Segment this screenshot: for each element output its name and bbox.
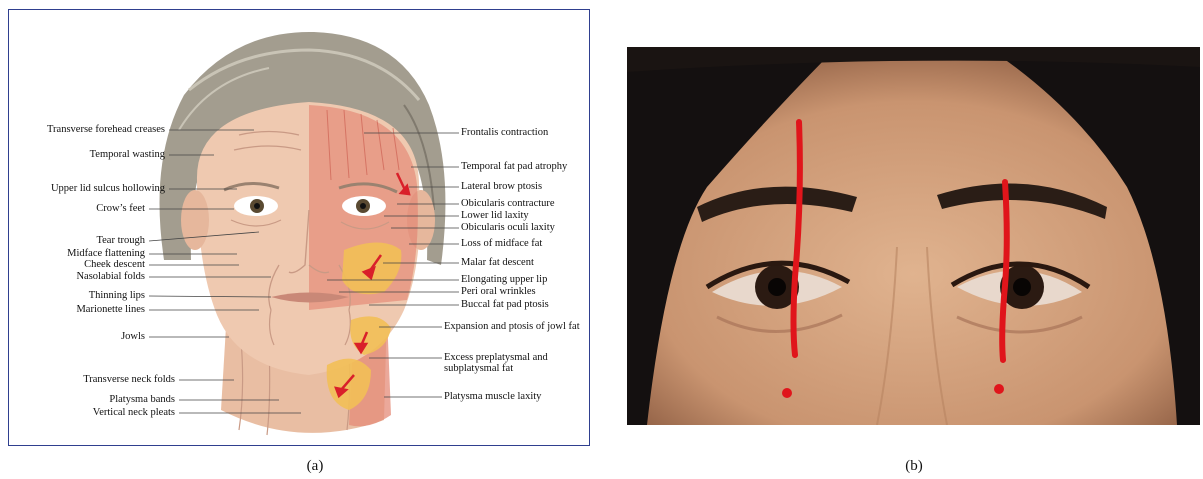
label-marionette-lines: Marionette lines <box>76 304 145 316</box>
label-tear-trough: Tear trough <box>96 235 145 247</box>
eye-photo <box>627 47 1200 425</box>
left-ear <box>181 190 209 250</box>
label-transverse-forehead-creases: Transverse forehead creases <box>47 124 165 136</box>
red-dot-left <box>782 388 792 398</box>
red-dot-right <box>994 384 1004 394</box>
anatomy-illustration-panel: Transverse forehead creases Temporal was… <box>8 9 590 446</box>
label-upper-lid-sulcus-hollowing: Upper lid sulcus hollowing <box>51 183 165 195</box>
label-thinning-lips: Thinning lips <box>89 290 145 302</box>
label-obicularis-oculi-laxity: Obicularis oculi laxity <box>461 222 555 234</box>
label-platysma-muscle-laxity: Platysma muscle laxity <box>444 391 541 403</box>
label-frontalis-contraction: Frontalis contraction <box>461 127 548 139</box>
label-expansion-ptosis-jowl-fat: Expansion and ptosis of jowl fat <box>444 321 580 333</box>
label-cheek-descent: Cheek descent <box>84 259 145 271</box>
label-obicularis-contracture: Obicularis contracture <box>461 198 555 210</box>
label-peri-oral-wrinkles: Peri oral wrinkles <box>461 286 536 298</box>
label-malar-fat-descent: Malar fat descent <box>461 257 534 269</box>
label-crows-feet: Crow’s feet <box>96 203 145 215</box>
label-buccal-fat-pad-ptosis: Buccal fat pad ptosis <box>461 299 549 311</box>
label-vertical-neck-pleats: Vertical neck pleats <box>93 407 175 419</box>
label-jowls: Jowls <box>121 331 145 343</box>
label-excess-preplatysmal-subplatysmal-fat: Excess preplatysmal and subplatysmal fat <box>444 352 564 374</box>
label-elongating-upper-lip: Elongating upper lip <box>461 274 547 286</box>
label-nasolabial-folds: Nasolabial folds <box>76 271 145 283</box>
label-transverse-neck-folds: Transverse neck folds <box>83 374 175 386</box>
caption-a: (a) <box>285 458 345 475</box>
label-platysma-bands: Platysma bands <box>109 394 175 406</box>
eye-photo-panel <box>627 47 1200 425</box>
label-temporal-wasting: Temporal wasting <box>90 149 165 161</box>
label-temporal-fat-pad-atrophy: Temporal fat pad atrophy <box>461 161 567 173</box>
label-loss-of-midface-fat: Loss of midface fat <box>461 238 542 250</box>
label-lateral-brow-ptosis: Lateral brow ptosis <box>461 181 542 193</box>
caption-b: (b) <box>884 458 944 475</box>
label-lower-lid-laxity: Lower lid laxity <box>461 210 529 222</box>
